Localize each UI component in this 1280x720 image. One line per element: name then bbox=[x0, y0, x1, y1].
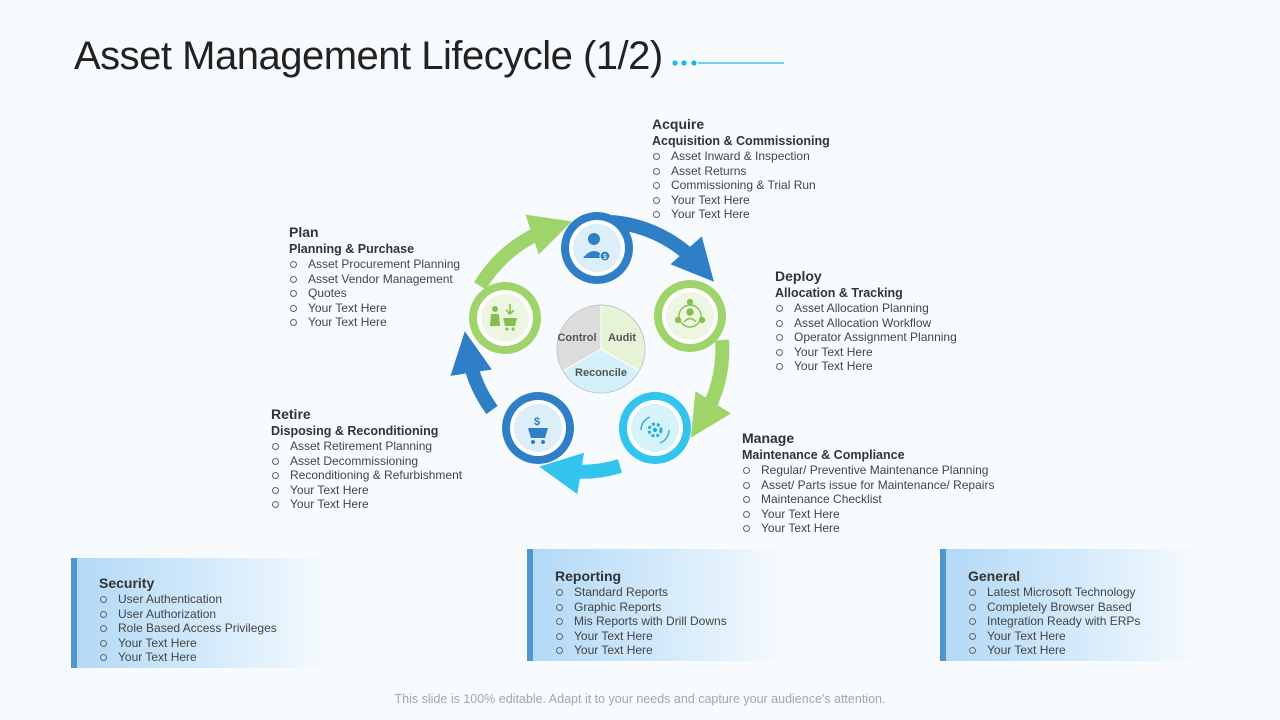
stage-retire: Retire Disposing & Reconditioning Asset … bbox=[271, 406, 462, 512]
list-item: Your Text Here bbox=[555, 629, 789, 644]
footer-note: This slide is 100% editable. Adapt it to… bbox=[394, 692, 886, 706]
list-item: Asset/ Parts issue for Maintenance/ Repa… bbox=[742, 478, 994, 493]
pie-label-reconcile: Reconcile bbox=[575, 367, 627, 379]
list-item: Asset Inward & Inspection bbox=[652, 149, 830, 164]
list-item: Your Text Here bbox=[742, 521, 994, 536]
list-item: Your Text Here bbox=[968, 629, 1202, 644]
list-item: Your Text Here bbox=[289, 315, 460, 330]
list-item: Your Text Here bbox=[652, 207, 830, 222]
stage-plan: Plan Planning & Purchase Asset Procureme… bbox=[289, 224, 460, 330]
arrow-deploy-manage bbox=[690, 339, 731, 438]
list-item: User Authorization bbox=[99, 607, 333, 622]
list-item: Your Text Here bbox=[271, 497, 462, 512]
node-manage bbox=[619, 392, 691, 464]
arrow-manage-retire bbox=[539, 452, 623, 495]
list-item: Your Text Here bbox=[555, 643, 789, 658]
list-item: Completely Browser Based bbox=[968, 600, 1202, 615]
gear-cycle-icon bbox=[640, 416, 670, 444]
network-gear-icon bbox=[674, 298, 706, 328]
list-item: Latest Microsoft Technology bbox=[968, 585, 1202, 600]
center-pie: Control Audit Reconcile bbox=[556, 304, 646, 394]
list-item: Your Text Here bbox=[775, 345, 957, 360]
list-item: Operator Assignment Planning bbox=[775, 330, 957, 345]
box-list: Latest Microsoft Technology Completely B… bbox=[968, 585, 1202, 658]
stage-title: Manage bbox=[742, 430, 795, 446]
list-item: Regular/ Preventive Maintenance Planning bbox=[742, 463, 994, 478]
stage-list: Asset Retirement Planning Asset Decommis… bbox=[271, 439, 462, 512]
list-item: Asset Decommissioning bbox=[271, 454, 462, 469]
stage-subtitle: Acquisition & Commissioning bbox=[652, 134, 830, 148]
node-acquire: $ bbox=[561, 212, 633, 284]
box-security: Security User Authentication User Author… bbox=[71, 558, 333, 668]
lifecycle-cycle: $ bbox=[450, 212, 731, 495]
stage-list: Regular/ Preventive Maintenance Planning… bbox=[742, 463, 994, 536]
list-item: Your Text Here bbox=[775, 359, 957, 374]
stage-manage: Manage Maintenance & Compliance Regular/… bbox=[742, 430, 994, 536]
arrow-plan-acquire bbox=[473, 214, 572, 290]
box-general: General Latest Microsoft Technology Comp… bbox=[940, 549, 1202, 661]
box-list: User Authentication User Authorization R… bbox=[99, 592, 333, 665]
stage-title: Retire bbox=[271, 406, 311, 422]
list-item: Asset Vendor Management bbox=[289, 272, 460, 287]
list-item: Standard Reports bbox=[555, 585, 789, 600]
list-item: Asset Procurement Planning bbox=[289, 257, 460, 272]
title-decoration bbox=[672, 60, 784, 66]
list-item: Quotes bbox=[289, 286, 460, 301]
stage-subtitle: Maintenance & Compliance bbox=[742, 448, 905, 462]
stage-acquire: Acquire Acquisition & Commissioning Asse… bbox=[652, 116, 830, 222]
stage-title: Deploy bbox=[775, 268, 822, 284]
pie-label-audit: Audit bbox=[608, 332, 636, 344]
list-item: Your Text Here bbox=[271, 483, 462, 498]
list-item: Your Text Here bbox=[652, 193, 830, 208]
list-item: User Authentication bbox=[99, 592, 333, 607]
arrow-retire-plan bbox=[450, 331, 498, 415]
node-retire: $ bbox=[502, 392, 574, 464]
list-item: Your Text Here bbox=[968, 643, 1202, 658]
stage-subtitle: Disposing & Reconditioning bbox=[271, 424, 439, 438]
page-title: Asset Management Lifecycle (1/2) bbox=[74, 34, 663, 78]
list-item: Asset Retirement Planning bbox=[271, 439, 462, 454]
shopper-cart-icon bbox=[490, 304, 517, 331]
stage-list: Asset Inward & Inspection Asset Returns … bbox=[652, 149, 830, 222]
list-item: Graphic Reports bbox=[555, 600, 789, 615]
box-list: Standard Reports Graphic Reports Mis Rep… bbox=[555, 585, 789, 658]
stage-title: Plan bbox=[289, 224, 319, 240]
list-item: Your Text Here bbox=[289, 301, 460, 316]
stage-deploy: Deploy Allocation & Tracking Asset Alloc… bbox=[775, 268, 957, 374]
svg-text:$: $ bbox=[603, 254, 607, 261]
list-item: Mis Reports with Drill Downs bbox=[555, 614, 789, 629]
stage-list: Asset Procurement Planning Asset Vendor … bbox=[289, 257, 460, 330]
list-item: Your Text Here bbox=[742, 507, 994, 522]
box-title: Reporting bbox=[555, 568, 622, 584]
node-deploy bbox=[654, 280, 726, 352]
stage-title: Acquire bbox=[652, 116, 705, 132]
box-title: Security bbox=[99, 575, 155, 591]
list-item: Asset Returns bbox=[652, 164, 830, 179]
stage-subtitle: Planning & Purchase bbox=[289, 242, 415, 256]
list-item: Your Text Here bbox=[99, 636, 333, 651]
list-item: Role Based Access Privileges bbox=[99, 621, 333, 636]
box-title: General bbox=[968, 568, 1021, 584]
node-plan bbox=[469, 282, 541, 354]
pie-label-control: Control bbox=[557, 332, 596, 344]
svg-text:$: $ bbox=[534, 416, 540, 428]
list-item: Asset Allocation Workflow bbox=[775, 316, 957, 331]
list-item: Asset Allocation Planning bbox=[775, 301, 957, 316]
list-item: Your Text Here bbox=[99, 650, 333, 665]
list-item: Integration Ready with ERPs bbox=[968, 614, 1202, 629]
box-reporting: Reporting Standard Reports Graphic Repor… bbox=[527, 549, 789, 661]
list-item: Maintenance Checklist bbox=[742, 492, 994, 507]
stage-list: Asset Allocation Planning Asset Allocati… bbox=[775, 301, 957, 374]
cart-dollar-icon: $ bbox=[528, 416, 548, 444]
stage-subtitle: Allocation & Tracking bbox=[775, 286, 903, 300]
list-item: Reconditioning & Refurbishment bbox=[271, 468, 462, 483]
list-item: Commissioning & Trial Run bbox=[652, 178, 830, 193]
user-dollar-icon: $ bbox=[583, 233, 611, 262]
